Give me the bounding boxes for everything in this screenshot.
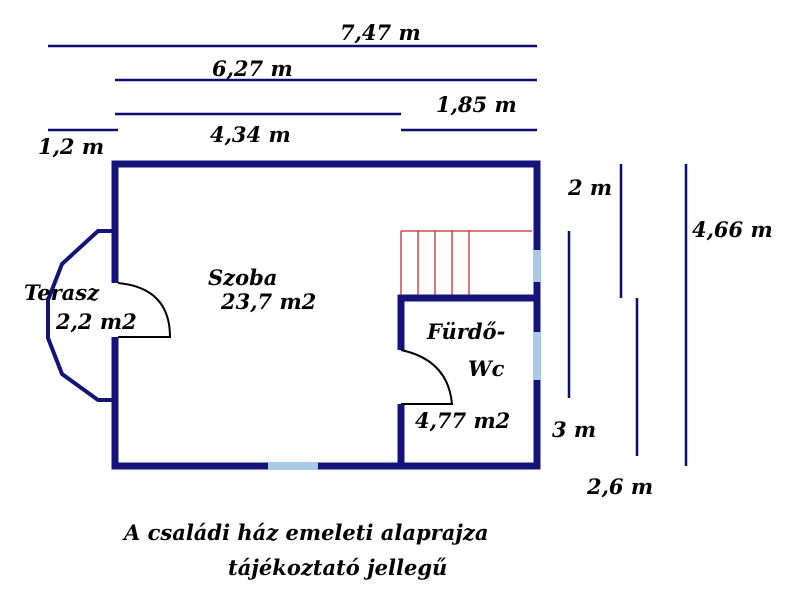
top-dimension-lines <box>48 44 537 132</box>
dim-label-2: 2 m <box>567 175 612 200</box>
outer-walls <box>111 160 541 470</box>
dim-label-1-2: 1,2 m <box>38 134 104 159</box>
dim-label-6-27: 6,27 m <box>212 56 293 81</box>
terrace-name: Terasz <box>24 280 100 305</box>
terrace-door <box>117 282 172 338</box>
dim-label-7-47: 7,47 m <box>340 20 421 45</box>
bathroom-door <box>400 349 454 405</box>
bathroom-walls <box>397 294 541 470</box>
dim-label-4-34: 4,34 m <box>210 122 291 147</box>
doors <box>117 282 454 405</box>
window-bottom <box>268 462 318 470</box>
caption-line1: A családi ház emeleti alaprajza <box>122 520 488 545</box>
bathroom-name-line1: Fürdő- <box>426 319 505 344</box>
room-name: Szoba <box>208 265 277 290</box>
terrace-area: 2,2 m2 <box>55 309 137 334</box>
windows <box>268 250 541 470</box>
terrace-outline <box>46 229 115 402</box>
dim-label-3: 3 m <box>552 417 596 442</box>
bathroom-name-line2: Wc <box>468 356 505 381</box>
dim-label-1-85: 1,85 m <box>436 92 517 117</box>
door-openings <box>110 283 406 404</box>
dim-label-4-66: 4,66 m <box>692 217 773 242</box>
window-stair <box>533 250 541 282</box>
right-dimension-lines <box>567 164 688 466</box>
room-area: 23,7 m2 <box>220 289 316 314</box>
dim-label-2-6: 2,6 m <box>586 474 653 499</box>
window-bath <box>533 332 541 380</box>
staircase <box>400 230 532 297</box>
bathroom-area: 4,77 m2 <box>415 408 510 433</box>
caption-line2: tájékoztató jellegű <box>228 555 447 580</box>
